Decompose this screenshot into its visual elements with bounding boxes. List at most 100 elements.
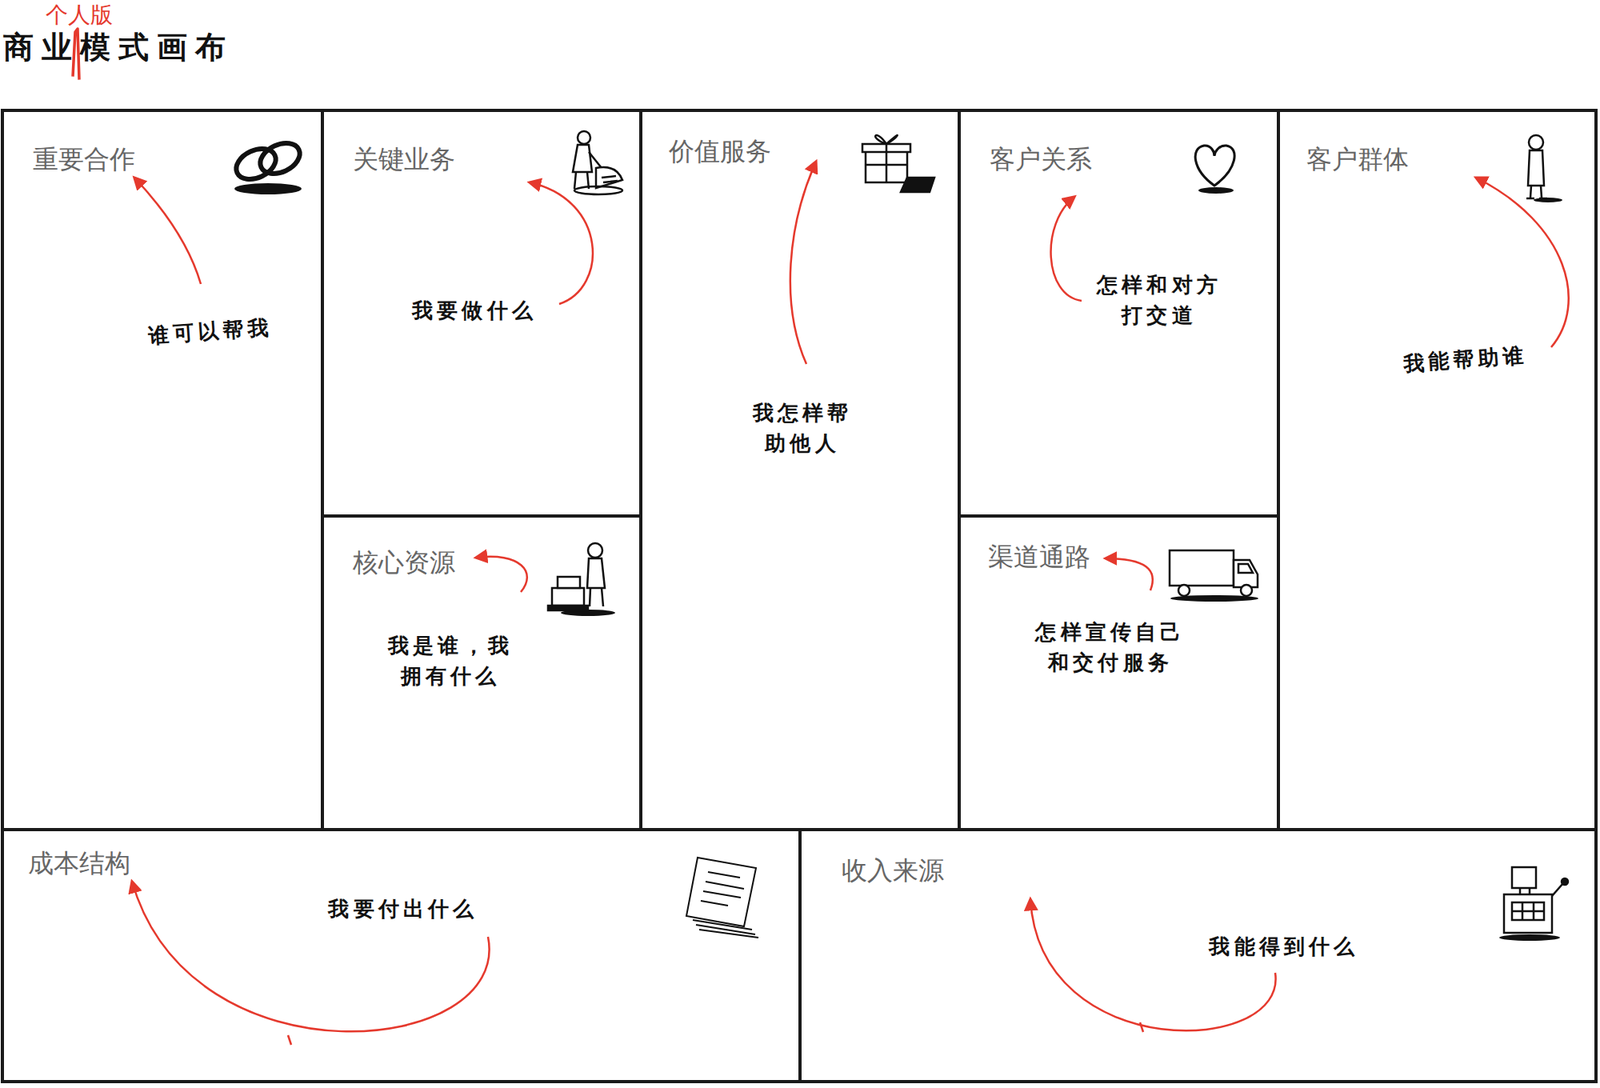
block-question: 我能帮助谁	[1402, 340, 1529, 380]
resources-heading: 核心资源	[352, 547, 456, 578]
register-icon	[1512, 902, 1544, 920]
red-arrow	[1105, 558, 1153, 591]
canvas-block: 关键业务我要做什么	[320, 108, 643, 518]
text-holder: 我能帮助谁	[1402, 340, 1529, 380]
person-icon	[1530, 185, 1542, 198]
truck-icon	[1169, 550, 1259, 602]
block-question: 谁可以帮我	[147, 312, 274, 352]
value-heading: 价值服务	[668, 136, 772, 167]
truck-icon	[1233, 560, 1258, 588]
channels-heading: 渠道通路	[988, 541, 1091, 572]
red-arrow	[476, 556, 528, 592]
red-arrow	[288, 1035, 292, 1045]
gift-icon	[875, 135, 897, 144]
invoice-icon	[686, 857, 756, 927]
cost-heading: 成本结构	[28, 848, 131, 879]
invoice-icon	[700, 872, 744, 906]
truck-icon	[1178, 584, 1190, 596]
text-holder: 客户群体	[1306, 144, 1409, 175]
worker-icon	[574, 186, 623, 195]
edition-note: 个人版	[45, 1, 113, 29]
rings-icon	[255, 137, 304, 180]
resources-icon	[552, 588, 584, 606]
truck-icon	[1238, 564, 1253, 573]
text-holder: 我要做什么	[412, 296, 537, 327]
rings-icon	[231, 137, 304, 195]
resources-icon	[587, 558, 605, 588]
resources-icon	[589, 588, 604, 607]
canvas-block: 客户关系怎样和对方 打交道	[957, 108, 1280, 518]
text-holder: 核心资源	[352, 547, 456, 578]
register-icon	[1512, 867, 1536, 888]
heart-icon	[1198, 187, 1234, 194]
red-arrow	[1051, 196, 1082, 301]
register-icon	[1552, 883, 1564, 896]
segments-heading: 客户群体	[1306, 144, 1409, 175]
truck-icon	[1240, 584, 1252, 596]
worker-icon	[572, 131, 623, 195]
text-holder: 怎样和对方 打交道	[1093, 270, 1225, 331]
activities-heading: 关键业务	[352, 144, 456, 175]
person-icon	[1528, 150, 1544, 186]
register-icon	[1504, 894, 1552, 933]
truck-icon	[1169, 550, 1234, 586]
gift-icon	[862, 135, 935, 192]
block-question: 我是谁，我 拥有什么	[384, 631, 516, 692]
rings-icon	[234, 183, 302, 195]
canvas-block: 收入来源我能得到什么	[798, 828, 1598, 1084]
block-question: 我能得到什么	[1208, 932, 1359, 963]
canvas-block: 重要合作谁可以帮我	[0, 108, 324, 832]
text-holder: 我要付出什么	[328, 894, 478, 925]
register-icon	[1561, 878, 1568, 885]
text-holder: 客户关系	[989, 144, 1092, 175]
worker-icon	[588, 152, 602, 168]
invoice-icon	[686, 857, 759, 938]
text-holder: 价值服务	[668, 136, 772, 167]
worker-icon	[572, 144, 592, 172]
text-holder: 重要合作	[32, 144, 136, 175]
resources-icon	[557, 576, 580, 588]
partners-heading: 重要合作	[32, 144, 136, 175]
text-holder: 渠道通路	[988, 541, 1091, 572]
register-icon	[1499, 934, 1560, 941]
canvas-block: 渠道通路怎样宣传自己 和交付服务	[957, 514, 1280, 832]
person-icon	[1526, 135, 1563, 203]
text-holder: 成本结构	[28, 848, 131, 879]
person-icon	[1526, 197, 1548, 200]
canvas-block: 客户群体我能帮助谁	[1276, 108, 1598, 832]
resources-icon	[548, 543, 616, 616]
red-arrow	[1140, 1022, 1144, 1032]
red-arrow	[529, 182, 593, 304]
block-question: 我要付出什么	[328, 894, 478, 925]
canvas-block: 成本结构我要付出什么	[0, 828, 802, 1084]
register-icon	[1520, 888, 1530, 895]
person-icon	[1528, 135, 1544, 150]
gift-icon	[900, 177, 935, 192]
resources-icon	[588, 543, 603, 558]
relations-heading: 客户关系	[989, 144, 1092, 175]
gift-icon	[865, 144, 908, 183]
resources-icon	[548, 605, 588, 611]
heart-icon	[1195, 145, 1235, 194]
text-holder: 我是谁，我 拥有什么	[384, 631, 516, 692]
heart-icon	[1195, 145, 1235, 186]
canvas-block: 核心资源我是谁，我 拥有什么	[320, 514, 643, 832]
red-arrow	[790, 161, 816, 364]
text-holder: 收入来源	[841, 855, 944, 886]
worker-icon	[596, 167, 623, 188]
register-icon	[1499, 867, 1568, 941]
canvas-block: 价值服务我怎样帮 助他人	[639, 108, 961, 832]
block-question: 我怎样帮 助他人	[749, 398, 856, 459]
person-icon	[1533, 197, 1563, 203]
red-arrow	[1476, 177, 1569, 348]
revenue-heading: 收入来源	[841, 855, 944, 886]
block-question: 我要做什么	[412, 296, 537, 327]
red-arrow	[134, 177, 201, 284]
red-arrow	[132, 161, 1569, 1045]
register-icon	[1512, 902, 1544, 920]
block-question: 怎样宣传自己 和交付服务	[1032, 617, 1189, 678]
worker-icon	[601, 176, 618, 183]
text-holder: 我能得到什么	[1208, 932, 1359, 963]
worker-icon	[577, 131, 591, 144]
